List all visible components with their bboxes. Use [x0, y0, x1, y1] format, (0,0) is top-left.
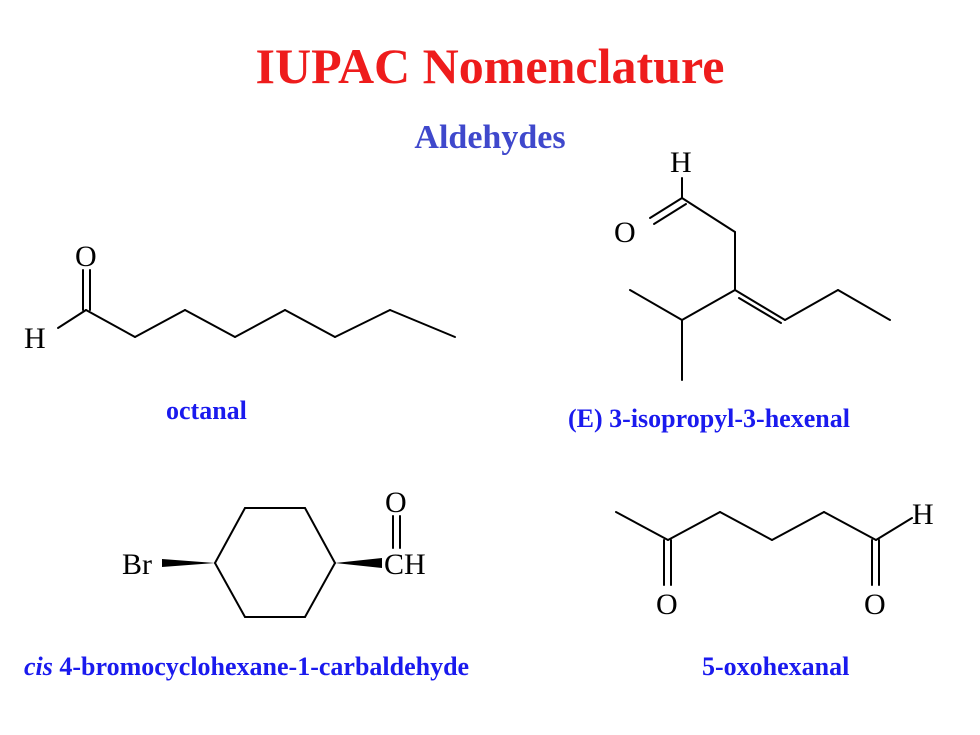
bond [649, 197, 683, 219]
bond [214, 562, 246, 618]
bond [629, 289, 683, 321]
bond [134, 309, 186, 338]
bond [771, 511, 825, 541]
atom-o: O [656, 588, 678, 621]
atom-o: O [385, 486, 407, 519]
atom-h: H [24, 322, 46, 355]
bond [334, 309, 391, 338]
bond [57, 309, 87, 329]
compound-label-isopropyl-hexenal: (E) 3-isopropyl-3-hexenal [568, 404, 850, 433]
bond [784, 289, 839, 321]
compound-name: 4-bromocyclohexane-1-carbaldehyde [52, 652, 470, 681]
page-subtitle: Aldehydes [414, 119, 566, 156]
page-title: IUPAC Nomenclature [255, 38, 725, 94]
octanal-structure: O H [24, 240, 456, 355]
atom-o: O [864, 588, 886, 621]
bond [85, 309, 136, 338]
bromocyclohexane-structure: Br O CH [122, 486, 426, 618]
bond [734, 289, 786, 321]
bond [304, 507, 336, 564]
bond [653, 203, 687, 225]
stereo-prefix: cis [24, 652, 53, 681]
bond [837, 289, 891, 321]
atom-o: O [75, 240, 97, 273]
bond [284, 309, 336, 338]
isopropyl-hexenal-structure: H O [614, 146, 891, 381]
compound-label-octanal: octanal [166, 396, 247, 425]
compound-label-bromocyclohexane: cis 4-bromocyclohexane-1-carbaldehyde [24, 652, 469, 682]
bond [738, 297, 782, 324]
oxohexanal-structure: H O O [615, 498, 934, 621]
bond [681, 197, 736, 233]
compound-label-oxohexanal: 5-oxohexanal [702, 652, 850, 681]
atom-ch: CH [384, 548, 426, 581]
bond [214, 507, 246, 564]
bond [615, 511, 669, 541]
bond [823, 511, 877, 541]
bond [184, 309, 236, 338]
wedge-bond [335, 558, 382, 568]
bond [304, 562, 336, 618]
bond [719, 511, 773, 541]
atom-h: H [670, 146, 692, 179]
bond [667, 511, 721, 541]
atom-o: O [614, 216, 636, 249]
bond [234, 309, 286, 338]
wedge-bond [162, 559, 215, 567]
bond [875, 517, 913, 541]
bond [389, 309, 456, 338]
bond [681, 289, 736, 321]
atom-h: H [912, 498, 934, 531]
atom-br: Br [122, 548, 152, 581]
